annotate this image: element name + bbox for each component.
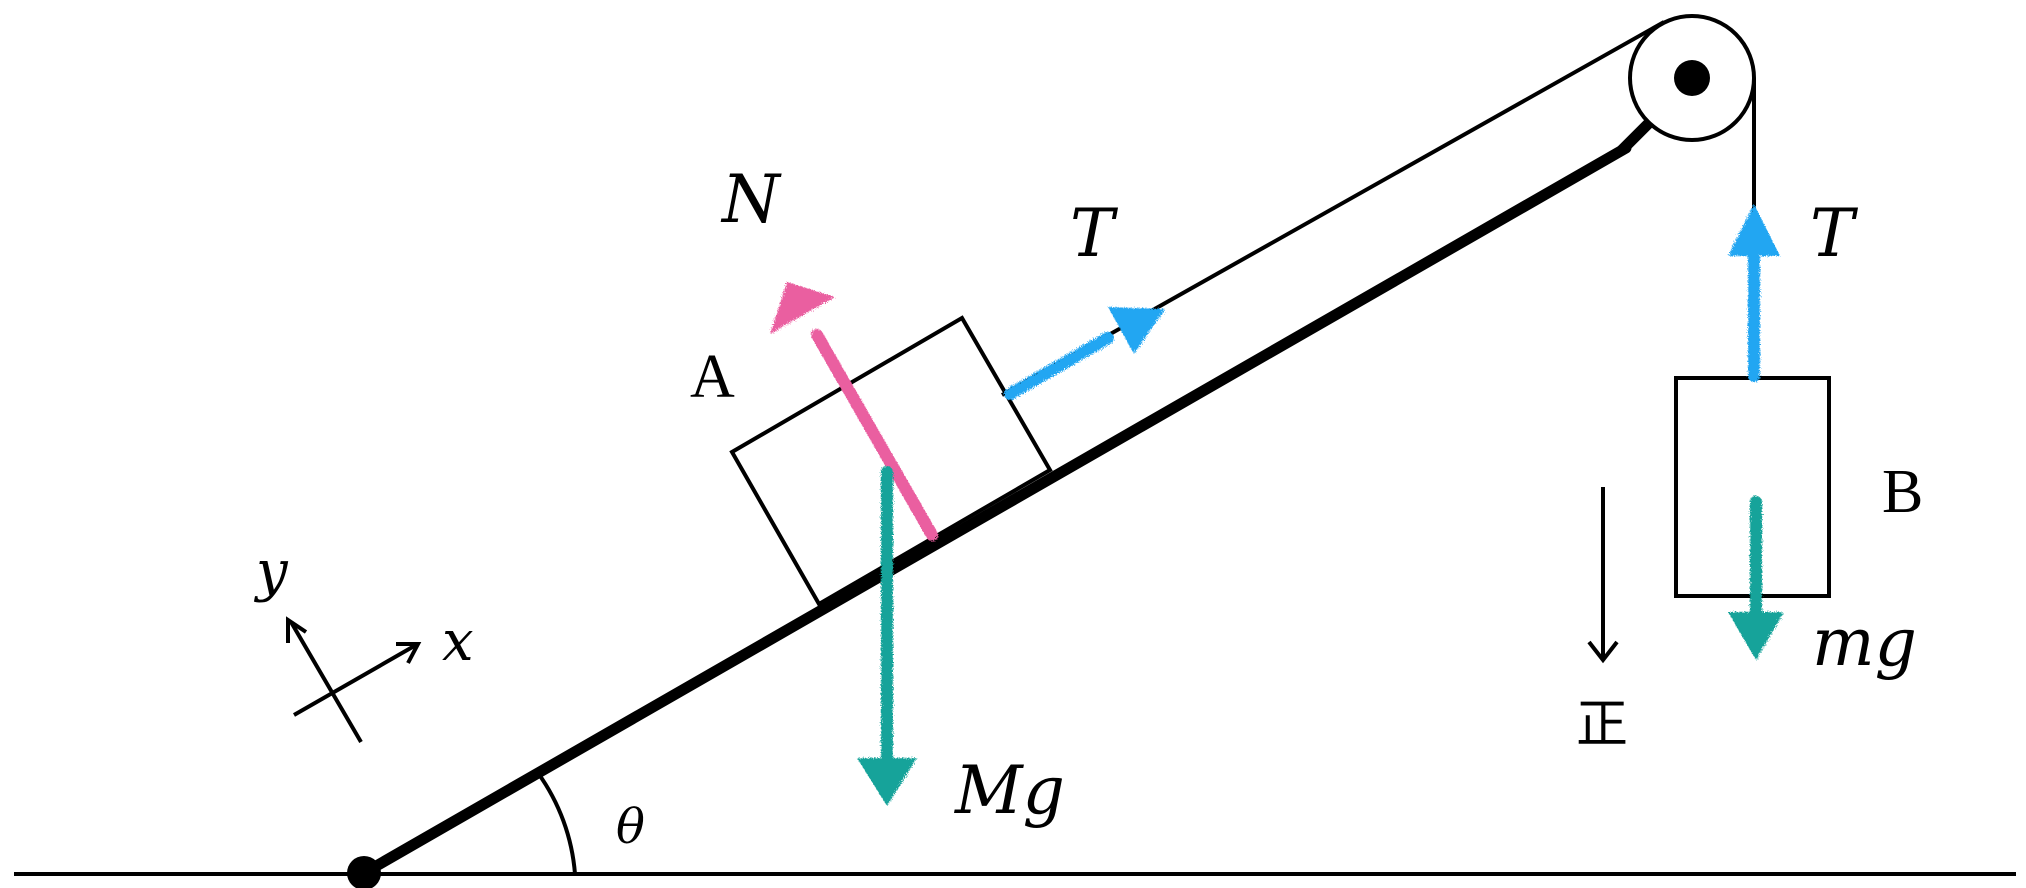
label-block-a: A bbox=[690, 343, 735, 411]
axis-y-line bbox=[289, 620, 363, 744]
tension-b-arrow bbox=[1728, 204, 1780, 382]
label-positive-direction: 正 bbox=[1576, 695, 1628, 755]
normal-force-arrow bbox=[770, 282, 938, 541]
rope-incline bbox=[1001, 20, 1665, 397]
label-normal-force: N bbox=[720, 161, 782, 238]
label-axis-x: x bbox=[442, 609, 474, 674]
pulley-axle bbox=[1674, 60, 1710, 96]
block-a bbox=[729, 315, 1053, 607]
hinge-pivot bbox=[347, 856, 381, 888]
tension-a-arrow bbox=[1004, 307, 1165, 400]
positive-direction-arrow bbox=[1587, 487, 1619, 664]
angle-arc bbox=[536, 771, 577, 875]
label-angle: θ bbox=[616, 799, 645, 855]
weight-b-arrow bbox=[1728, 496, 1784, 660]
weight-a-arrow bbox=[857, 466, 917, 806]
axis-x-line bbox=[293, 643, 417, 717]
label-block-b: B bbox=[1882, 458, 1923, 526]
coordinate-axes bbox=[286, 616, 422, 744]
incline-surface bbox=[358, 142, 1632, 879]
label-weight-b: mg bbox=[1812, 604, 1917, 681]
label-tension-a: T bbox=[1070, 195, 1119, 272]
label-axis-y: y bbox=[253, 539, 289, 604]
label-weight-a: Mg bbox=[954, 752, 1065, 829]
label-tension-b: T bbox=[1810, 195, 1859, 272]
